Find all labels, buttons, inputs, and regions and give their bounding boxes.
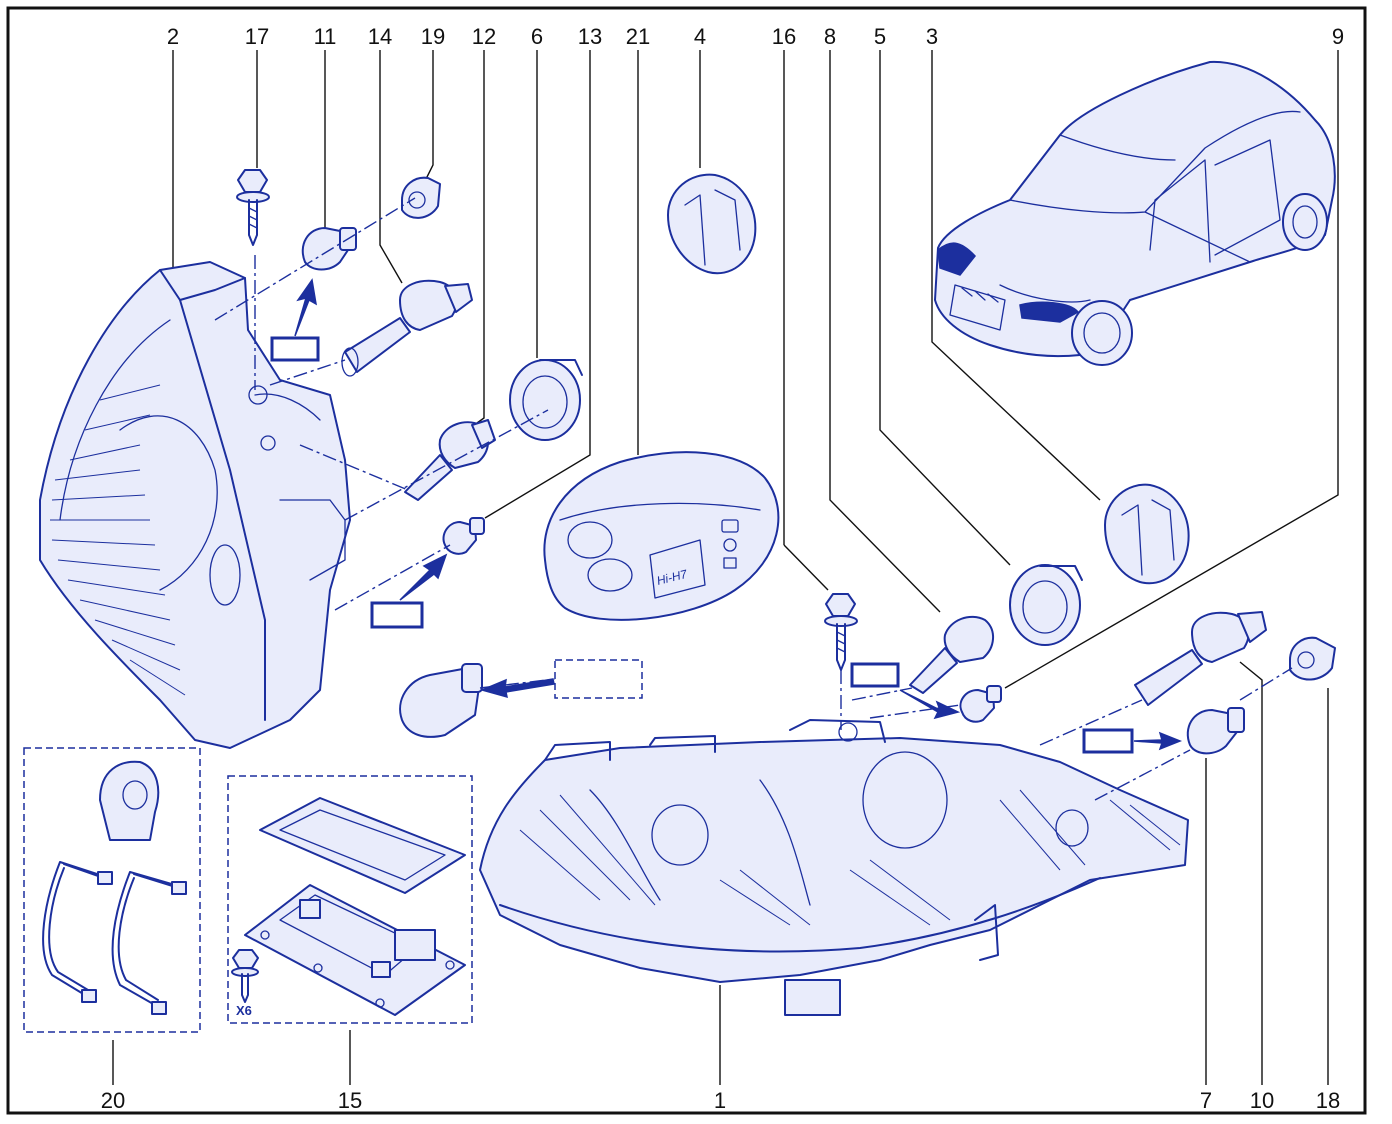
side-bulb-7 — [1186, 707, 1245, 755]
h7-bulb-14 — [341, 280, 473, 377]
callout-4: 4 — [694, 24, 706, 49]
callout-21: 21 — [626, 24, 650, 49]
socket-connector — [99, 760, 160, 841]
callout-3: 3 — [926, 24, 938, 49]
callouts-top: 2 17 11 14 19 12 6 13 21 4 16 8 5 3 9 — [167, 24, 1344, 49]
callout-14: 14 — [368, 24, 392, 49]
bulb-kit-case-21: Hi-H7 — [543, 451, 780, 621]
wiring-kit-20 — [23, 747, 201, 1033]
ballast-gasket — [259, 797, 466, 894]
screw-17 — [236, 169, 270, 246]
bulb-holder-18 — [1289, 636, 1336, 681]
callout-1: 1 — [714, 1088, 726, 1113]
small-bulb-13 — [442, 517, 485, 555]
callout-13: 13 — [578, 24, 602, 49]
callout-17: 17 — [245, 24, 269, 49]
wiring-harness-left — [42, 861, 101, 996]
screw-quantity-label: X6 — [236, 1003, 252, 1018]
h1-bulb-12 — [404, 419, 496, 501]
screw-x6 — [231, 949, 259, 1003]
car-headlamp-left — [937, 242, 976, 276]
left-headlamp-lens-hatching — [50, 384, 186, 696]
large-bulb — [399, 663, 483, 738]
car-rear-wheel — [1282, 193, 1328, 251]
h1-bulb-8 — [909, 615, 994, 694]
callout-12: 12 — [472, 24, 496, 49]
side-bulb-11 — [301, 227, 357, 271]
callout-6: 6 — [531, 24, 543, 49]
pointer-arrow-large-bulb — [479, 678, 555, 699]
leader-lines — [112, 50, 1339, 1085]
tool-icon-upper — [270, 278, 320, 362]
ballast-box-15: X6 — [227, 775, 473, 1024]
callout-5: 5 — [874, 24, 886, 49]
cap-ring-5 — [1009, 564, 1083, 646]
ballast-box-dashed-border — [227, 775, 473, 1024]
screw-16 — [824, 593, 858, 671]
car-front-wheel — [1071, 300, 1133, 366]
wiring-kit-dashed-border — [23, 747, 201, 1033]
callout-15: 15 — [338, 1088, 362, 1113]
callout-19: 19 — [421, 24, 445, 49]
right-headlamp-reflector-low — [651, 804, 709, 866]
tool-icon-right-upper — [850, 662, 961, 720]
right-headlamp-assembly — [479, 719, 1189, 1016]
left-headlamp-assembly — [39, 261, 351, 749]
h7-bulb-10 — [1134, 611, 1267, 706]
callout-18: 18 — [1316, 1088, 1340, 1113]
bulb-holder-19 — [401, 176, 441, 219]
bulb-reference-dashed-box — [554, 659, 643, 699]
callout-10: 10 — [1250, 1088, 1274, 1113]
callout-2: 2 — [167, 24, 179, 49]
right-headlamp-reflector-high — [862, 751, 948, 849]
cover-4 — [667, 173, 757, 275]
small-bulb-9 — [959, 685, 1002, 723]
callout-20: 20 — [101, 1088, 125, 1113]
cover-3 — [1104, 483, 1190, 585]
tool-icon-right-lower — [1082, 728, 1183, 754]
callout-7: 7 — [1200, 1088, 1212, 1113]
callout-16: 16 — [772, 24, 796, 49]
diagram-frame — [6, 6, 1367, 1115]
wiring-harness-right — [111, 871, 176, 1006]
callout-8: 8 — [824, 24, 836, 49]
callout-11: 11 — [314, 24, 337, 49]
callouts-bottom: 20 15 1 7 10 18 — [101, 1088, 1340, 1113]
cap-ring-6 — [509, 359, 583, 441]
callout-9: 9 — [1332, 24, 1344, 49]
right-headlamp-lens-hatching — [519, 789, 1181, 926]
car-illustration — [934, 60, 1336, 366]
tool-icon-middle — [370, 553, 448, 629]
right-headlamp-foot-bottom — [784, 979, 841, 1016]
car-headlamp-right — [1019, 301, 1080, 323]
